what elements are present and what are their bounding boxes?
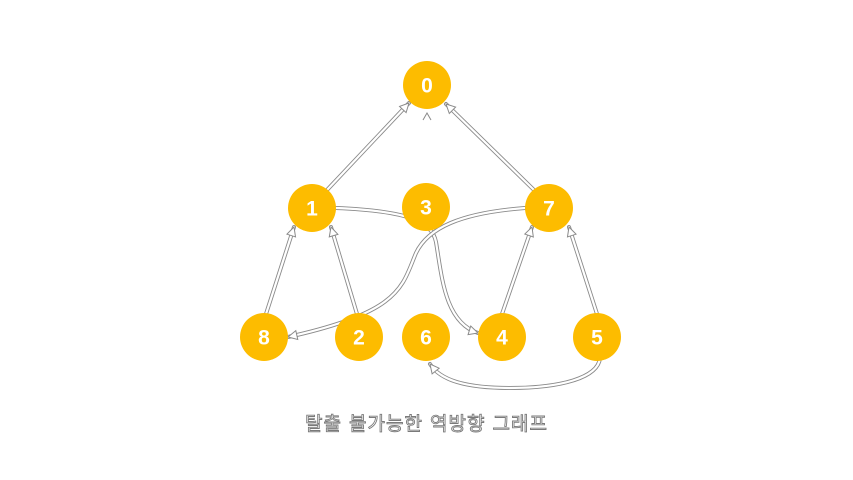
edge-2-to-1: [328, 225, 359, 316]
edge-line-fill: [500, 225, 534, 316]
arrowhead-icon: [467, 325, 480, 336]
node-5: 5: [573, 313, 621, 361]
node-circle: [240, 313, 288, 361]
edge-line-fill: [444, 102, 536, 192]
node-circle: [402, 183, 450, 231]
node-0: 0: [403, 61, 451, 109]
node-circle: [573, 313, 621, 361]
node-1: 1: [288, 184, 336, 232]
node-circle: [288, 184, 336, 232]
caret-icon: [422, 111, 432, 121]
edge-8-to-1: [264, 225, 297, 316]
node-7: 7: [525, 184, 573, 232]
node-8: 8: [240, 313, 288, 361]
node-label: 3: [420, 197, 432, 220]
node-circle: [335, 313, 383, 361]
node-6: 6: [402, 313, 450, 361]
node-label: 4: [496, 327, 508, 350]
arrowhead-icon: [566, 225, 577, 238]
arrowhead-icon: [286, 225, 297, 238]
edge-4-to-7: [500, 225, 534, 316]
edge-line-fill: [329, 225, 359, 316]
arrowhead-icon: [445, 103, 457, 115]
edge-line-fill: [264, 225, 296, 316]
edge-line-fill: [325, 101, 411, 192]
edge-1-to-4: [334, 206, 480, 336]
node-circle: [402, 313, 450, 361]
edge-7-to-0: [444, 102, 536, 192]
arrowhead-icon: [398, 102, 410, 114]
node-label: 1: [306, 198, 318, 221]
node-circle: [403, 61, 451, 109]
node-3: 3: [402, 183, 450, 231]
node-4: 4: [478, 313, 526, 361]
node-label: 7: [543, 198, 555, 221]
node-label: 5: [591, 327, 603, 350]
edge-line-fill: [428, 356, 602, 390]
node-label: 0: [421, 75, 433, 98]
node-label: 2: [353, 327, 365, 350]
node-circle: [525, 184, 573, 232]
arrowhead-icon: [286, 329, 299, 341]
arrowhead-icon: [328, 225, 339, 238]
node-label: 8: [258, 327, 270, 350]
nodes-layer: 0 1 3 7 8 2 6 4 5: [240, 61, 621, 361]
node-label: 6: [420, 327, 432, 350]
arrowhead-icon: [429, 363, 441, 375]
edge-line-outline: [428, 356, 602, 391]
diagram-caption: 탈출 불가능한 역방향 그래프: [305, 413, 548, 436]
edge-5-to-6: [428, 356, 602, 391]
edge-1-to-0: [325, 101, 411, 192]
node-2: 2: [335, 313, 383, 361]
node-circle: [478, 313, 526, 361]
edge-line-fill: [567, 225, 599, 316]
arrowhead-icon: [523, 225, 534, 238]
edge-5-to-7: [566, 225, 599, 316]
edge-line-fill: [334, 206, 480, 335]
